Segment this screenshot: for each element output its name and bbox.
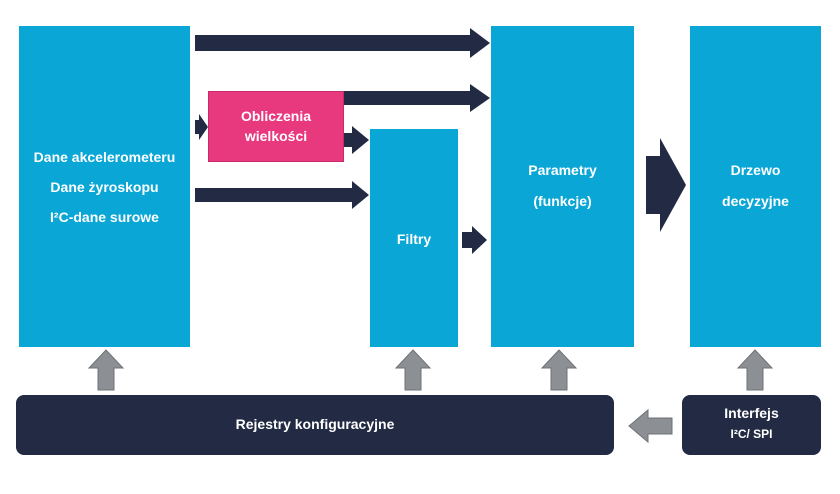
computation-block: Obliczenia wielkości [208,91,344,162]
arrow-computation-to-filters [344,126,369,154]
arrow-interface-to-registers [628,408,673,444]
sensor-data-line-gyroscope: Dane żyroskopu [50,179,159,195]
sensor-data-line-raw: I²C-dane surowe [50,209,159,225]
computation-line-1: Obliczenia [240,108,312,124]
decision-tree-line-1: Drzewo [730,162,781,178]
interface-block: Interfejs I²C/ SPI [682,395,821,455]
arrow-sensor-to-parameters-top [195,28,490,58]
decision-tree-line-2: decyzyjne [722,193,789,209]
decision-tree-block: Drzewo decyzyjne [690,26,821,347]
parameters-block: Parametry (funkcje) [491,26,634,347]
config-arrow-parameters [540,349,578,391]
arrow-sensor-to-filters [195,181,369,209]
arrow-sensor-to-computation [195,114,208,140]
config-registers-block: Rejestry konfiguracyjne [16,395,614,455]
filters-label: Filtry [396,231,432,247]
config-arrow-filters [394,349,432,391]
sensor-data-block: Dane akcelerometeru Dane żyroskopu I²C-d… [19,26,190,347]
arrow-parameters-to-decision-tree [646,138,686,232]
interface-line-2: I²C/ SPI [730,427,773,441]
parameters-line-2: (funkcje) [533,193,592,209]
sensor-data-line-accelerometer: Dane akcelerometeru [33,149,176,165]
config-arrow-sensor [87,349,125,391]
filters-block: Filtry [370,129,458,347]
config-arrow-decision-tree [736,349,774,391]
arrow-filters-to-parameters [462,226,487,254]
computation-line-2: wielkości [244,128,308,144]
config-registers-label: Rejestry konfiguracyjne [235,416,395,432]
interface-line-1: Interfejs [724,405,779,421]
parameters-line-1: Parametry [528,162,597,178]
arrow-computation-to-parameters [344,84,490,112]
